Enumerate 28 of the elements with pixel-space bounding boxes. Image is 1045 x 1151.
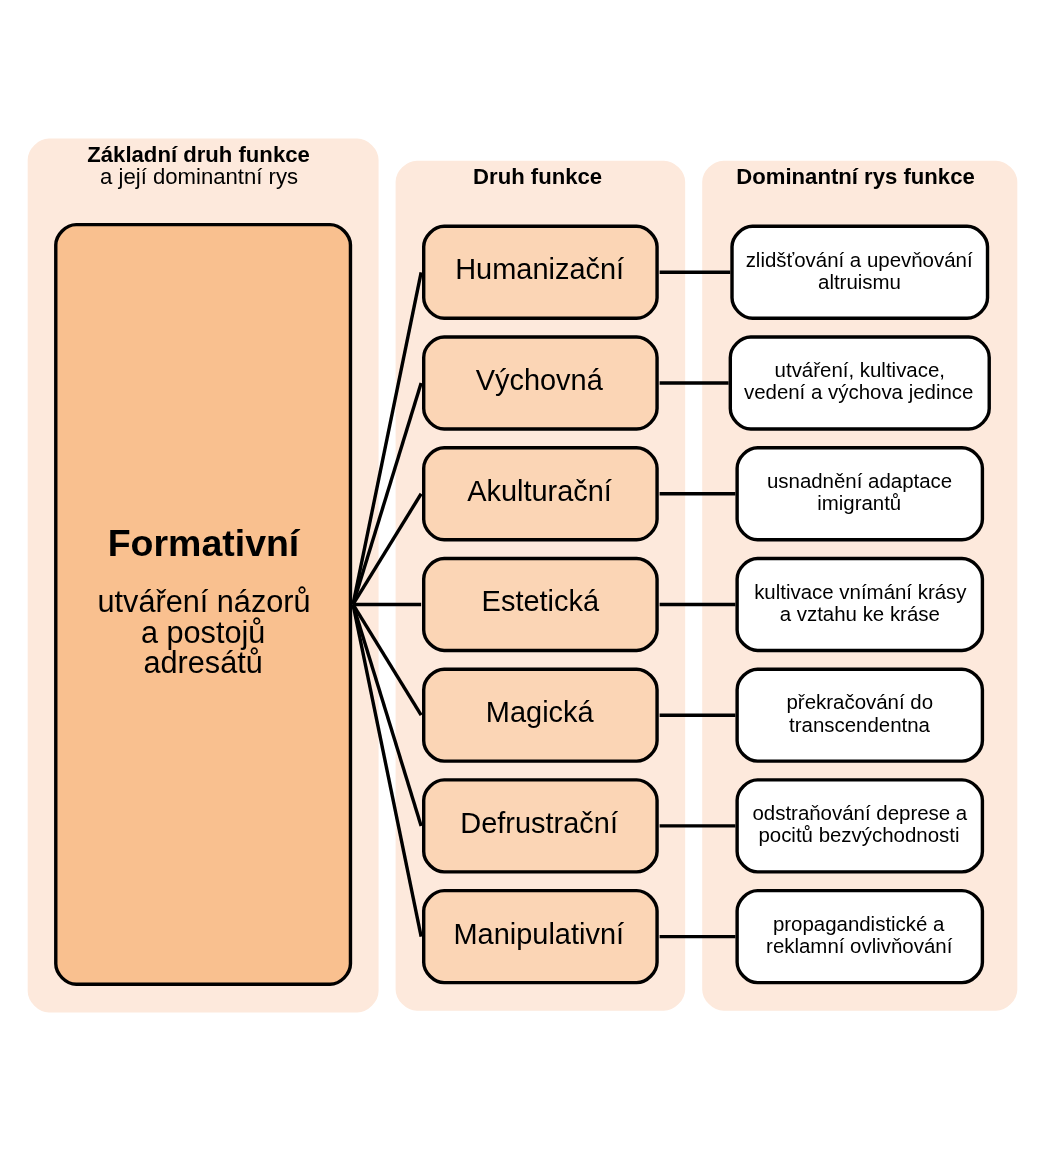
node-box: Magická [422, 667, 659, 763]
connector [351, 271, 423, 605]
node-box: Defrustrační [422, 778, 659, 874]
connector [351, 603, 423, 827]
connector [351, 604, 423, 937]
node-box: propagandistické a reklamní ovlivňování [735, 888, 985, 985]
node-box: usnadnění adaptace imigrantů [735, 446, 985, 542]
connector [659, 934, 736, 939]
connector [351, 382, 423, 605]
node-box: utváření, kultivace, vedení a výchova jedince [728, 335, 991, 431]
node-box: odstraňování deprese a pocitů bezvýchodnosti [735, 778, 985, 874]
node-box: Formativní utváření názorů a postojů adresátů [54, 222, 353, 986]
connector [659, 713, 736, 717]
node-box: zlidšťování a upevňování altruismu [730, 224, 990, 320]
connector [659, 492, 736, 496]
connector [659, 381, 729, 385]
node-box: překračování do transcendentna [735, 667, 985, 763]
connector [353, 602, 422, 607]
node-box: Výchovná [422, 335, 659, 431]
node-box: Estetická [422, 556, 659, 653]
node-box: kultivace vnímání krásy a vztahu ke kráse [735, 556, 985, 653]
node-box: Manipulativní [422, 888, 659, 985]
node-box: Akulturační [422, 446, 659, 542]
connector [659, 602, 736, 607]
connector [659, 270, 731, 274]
node-box: Humanizační [422, 224, 659, 320]
connector [659, 824, 736, 828]
connector [351, 603, 423, 717]
